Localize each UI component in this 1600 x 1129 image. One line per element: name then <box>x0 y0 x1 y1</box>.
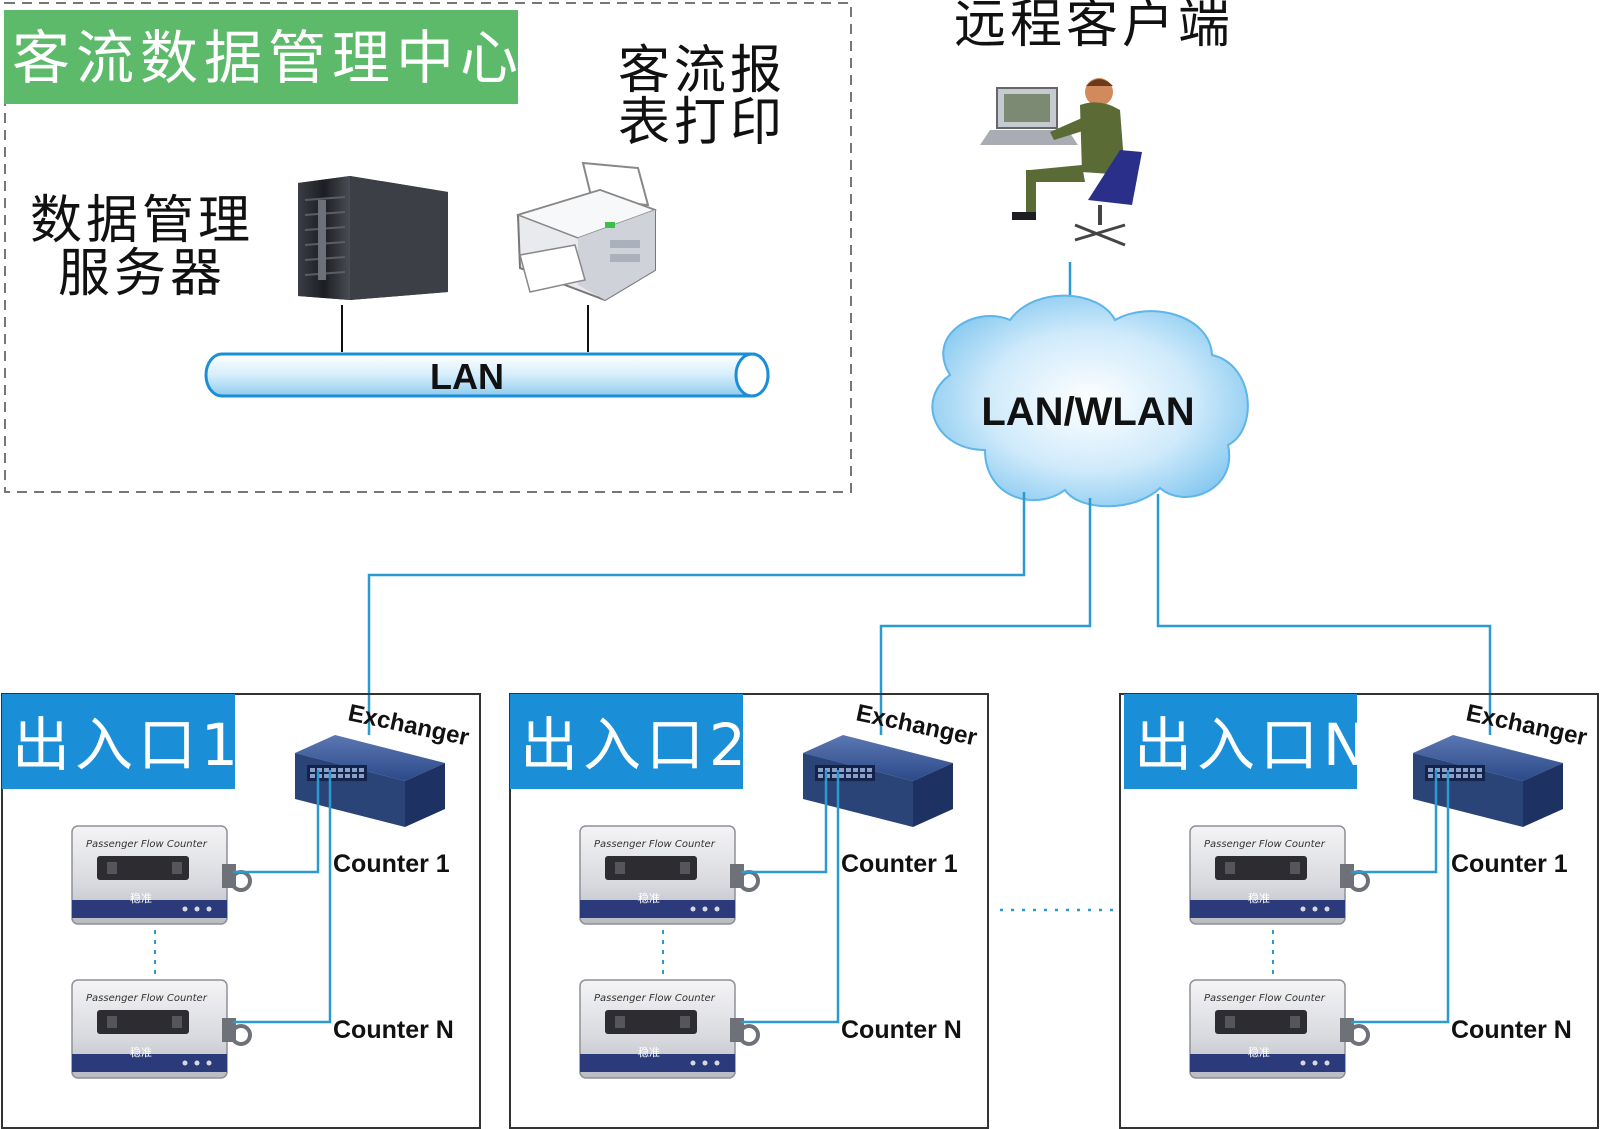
printer-label-line1: 客流报 <box>618 41 786 101</box>
counter-last-link <box>741 770 840 1024</box>
site-frame <box>1 693 481 1129</box>
counter-last-link <box>1351 770 1450 1024</box>
counter-last-label: Counter N <box>333 1016 454 1044</box>
site-title: 出入口1 <box>12 711 243 779</box>
site-title: 出入口N <box>1134 711 1371 779</box>
remote-user-icon <box>980 78 1142 247</box>
counter-brand: 稳准 <box>1248 1045 1270 1059</box>
counter-device-text: Passenger Flow Counter <box>86 993 208 1004</box>
counter-first-label: Counter 1 <box>841 850 958 878</box>
counter-last-label: Counter N <box>1451 1016 1572 1044</box>
printer-label-line2: 表打印 <box>618 93 786 153</box>
counter-last-link <box>233 770 332 1024</box>
counter-brand: 稳准 <box>638 891 660 905</box>
counter-brand: 稳准 <box>638 1045 660 1059</box>
counter-device-text: Passenger Flow Counter <box>594 839 716 850</box>
site-1-panel: 出入口1 Exchanger Passenger Flow Counter 稳准… <box>1 693 481 1129</box>
counter-first-link <box>741 770 828 874</box>
counter-first-link <box>233 770 320 874</box>
server-label-line2: 服务器 <box>58 244 226 304</box>
counter-brand: 稳准 <box>130 891 152 905</box>
counter-device-text: Passenger Flow Counter <box>594 993 716 1004</box>
network-label: LAN/WLAN <box>981 390 1194 434</box>
counter-device-text: Passenger Flow Counter <box>1204 993 1326 1004</box>
site-frame <box>1119 693 1599 1129</box>
counter-brand: 稳准 <box>130 1045 152 1059</box>
counter-first-label: Counter 1 <box>1451 850 1568 878</box>
management-center-frame <box>4 2 852 493</box>
site-frame <box>509 693 989 1129</box>
lan-label: LAN <box>430 356 504 397</box>
counter-device-text: Passenger Flow Counter <box>86 839 208 850</box>
site-n-panel: 出入口N Exchanger Passenger Flow Counter 稳准… <box>1119 693 1599 1129</box>
server-icon <box>298 176 448 300</box>
counter-last-label: Counter N <box>841 1016 962 1044</box>
counter-device-text: Passenger Flow Counter <box>1204 839 1326 850</box>
printer-icon <box>515 161 658 302</box>
network-links <box>367 492 1492 735</box>
counter-brand: 稳准 <box>1248 891 1270 905</box>
site-title-bg <box>2 694 235 789</box>
lan-pipe <box>204 352 770 398</box>
site-title-bg <box>510 694 743 789</box>
server-label-line1: 数据管理 <box>30 191 254 251</box>
remote-client-label: 远程客户端 <box>954 0 1234 55</box>
site-2-panel: 出入口2 Exchanger Passenger Flow Counter 稳准… <box>509 693 989 1129</box>
counter-first-link <box>1351 770 1438 874</box>
counter-first-label: Counter 1 <box>333 850 450 878</box>
site-title: 出入口2 <box>520 711 751 779</box>
site-title-bg <box>1124 694 1357 789</box>
management-center-title-bg <box>4 10 518 104</box>
management-center-title: 客流数据管理中心 <box>12 24 524 92</box>
